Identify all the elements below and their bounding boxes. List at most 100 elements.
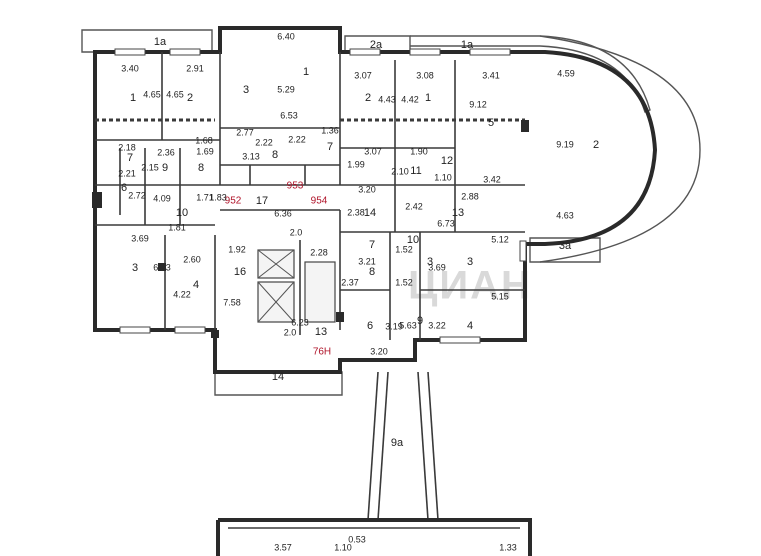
dimension-label: 1.33 — [499, 542, 517, 552]
dimension-label: 2.91 — [186, 63, 204, 73]
room-number: 3 — [427, 256, 433, 268]
windows — [114, 48, 527, 344]
dimension-label: 0.53 — [348, 534, 366, 544]
apartment-label: 76Н — [313, 347, 331, 358]
room-number: 9 — [417, 315, 423, 327]
apartment-label: 953 — [287, 181, 304, 192]
dimension-label: 5.29 — [277, 84, 295, 94]
dimension-label: 5.63 — [399, 320, 417, 330]
dimension-label: 2.42 — [405, 201, 423, 211]
room-number: 7 — [127, 152, 133, 164]
dimension-label: 1.69 — [196, 146, 214, 156]
dimension-label: 2.37 — [341, 277, 359, 287]
dimension-label: 3.20 — [370, 346, 388, 356]
dimension-label: 3.40 — [121, 63, 139, 73]
room-number: 11 — [410, 165, 421, 177]
dimension-label: 1.83 — [209, 192, 227, 202]
structural-columns — [92, 120, 529, 338]
outer-walls — [93, 26, 658, 374]
room-number: 4 — [193, 279, 199, 291]
dimension-label: 7.58 — [223, 297, 241, 307]
dimension-label: 5.12 — [491, 234, 509, 244]
dimension-label: 4.65 — [166, 89, 184, 99]
dimension-label: 1.90 — [410, 146, 428, 156]
room-numbers: 1a 1a 2a 1 2 3 1 2 1 2 5 3 8 8 7 7 9 6 1… — [121, 36, 599, 449]
dimension-label: 6.36 — [274, 208, 292, 218]
dimension-label: 4.59 — [557, 68, 575, 78]
dimension-label: 3.42 — [483, 174, 501, 184]
room-number: 3 — [467, 256, 473, 268]
room-number: 6 — [121, 182, 127, 194]
dimension-label: 2.28 — [310, 247, 328, 257]
room-number: 13 — [315, 326, 327, 338]
dimension-label: 2.72 — [128, 190, 146, 200]
apartment-labels: 952 953 954 76Н — [225, 181, 332, 358]
apartment-label: 954 — [311, 196, 328, 207]
dimension-label: 2.15 — [141, 162, 159, 172]
elevator-core — [257, 249, 336, 323]
room-number: 8 — [369, 266, 375, 278]
room-number: 2 — [593, 139, 599, 151]
dimension-label: 6.40 — [277, 31, 295, 41]
dimension-label: 2.21 — [118, 168, 136, 178]
room-number: 10 — [176, 207, 188, 219]
room-number: 2a — [370, 39, 383, 51]
dimension-label: 1.52 — [395, 244, 413, 254]
dimension-label: 3.69 — [428, 262, 446, 272]
room-number: 2 — [187, 92, 193, 104]
dimension-label: 4.09 — [153, 193, 171, 203]
room-number: 6 — [367, 320, 373, 332]
dimension-label: 6.73 — [437, 218, 455, 228]
dimension-label: 3.07 — [364, 146, 382, 156]
dimension-label: 2.36 — [157, 147, 175, 157]
dimension-label: 9.12 — [469, 99, 487, 109]
room-number: 8 — [198, 162, 204, 174]
room-number: 1a — [461, 39, 474, 51]
room-number: 16 — [234, 266, 246, 278]
dimension-label: 2.22 — [288, 134, 306, 144]
top-balconies — [81, 29, 701, 396]
lower-corridor — [216, 371, 532, 556]
room-number: 5 — [488, 117, 494, 129]
room-number: 14 — [272, 371, 284, 383]
interior-walls — [95, 52, 525, 340]
dimension-label: 3.21 — [358, 256, 376, 266]
room-number: 10 — [407, 234, 419, 246]
room-number: 17 — [256, 195, 268, 207]
dimension-label: 3.08 — [416, 70, 434, 80]
dimension-label: 3.13 — [242, 151, 260, 161]
dimension-label: 1.68 — [195, 135, 213, 145]
dimension-label: 2.18 — [118, 142, 136, 152]
dimension-label: 3.19 — [385, 321, 403, 331]
room-number: 9a — [391, 437, 404, 449]
room-number: 1a — [154, 36, 167, 48]
dimension-label: 2.0 — [284, 327, 297, 337]
room-number: 3 — [243, 84, 249, 96]
room-number: 1 — [303, 66, 309, 78]
dimension-label: 1.81 — [168, 222, 186, 232]
dimension-label: 2.77 — [236, 127, 254, 137]
dimension-label: 2.0 — [290, 227, 303, 237]
dimension-label: 1.92 — [228, 244, 246, 254]
dimension-label: 1.10 — [434, 172, 452, 182]
dimension-label: 4.22 — [173, 289, 191, 299]
dimension-label: 3.69 — [131, 233, 149, 243]
dimension-label: 6.53 — [280, 110, 298, 120]
dimension-label: 2.22 — [255, 137, 273, 147]
room-number: 1 — [425, 92, 431, 104]
dimension-label: 2.60 — [183, 254, 201, 264]
room-number: 9 — [162, 162, 168, 174]
room-number: 3 — [132, 262, 138, 274]
dimension-label: 4.63 — [556, 210, 574, 220]
dimension-label: 5.15 — [491, 291, 509, 301]
dimension-label: 1.52 — [395, 277, 413, 287]
dimension-label: 1.36 — [321, 125, 339, 135]
dimension-label: 4.43 — [378, 94, 396, 104]
dimension-label: 3.07 — [354, 70, 372, 80]
dimension-label: 1.99 — [347, 159, 365, 169]
room-number: 14 — [364, 207, 376, 219]
room-number: 1 — [130, 92, 136, 104]
dimension-label: 3.41 — [482, 70, 500, 80]
apartment-label: 952 — [225, 196, 242, 207]
